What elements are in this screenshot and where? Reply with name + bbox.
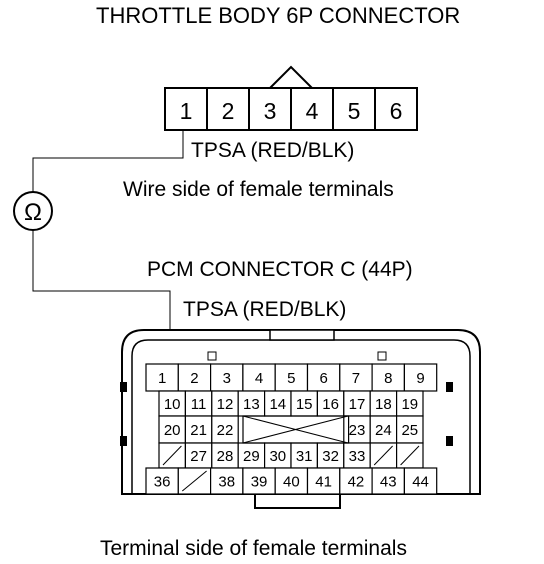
pcm-terminal-cell <box>242 467 276 495</box>
pcm-terminal-number: 2 <box>190 370 198 387</box>
throttle-pin-number: 6 <box>390 98 403 124</box>
pcm-terminal-number: 9 <box>416 370 424 387</box>
pcm-terminal-number: 39 <box>251 474 268 491</box>
pcm-terminal-number: 16 <box>322 396 339 413</box>
pcm-connector-caption: Terminal side of female terminals <box>100 537 407 560</box>
pcm-terminal-number: 3 <box>223 370 231 387</box>
pcm-terminal-cell <box>274 467 309 495</box>
pcm-terminal-number: 15 <box>296 396 313 413</box>
pcm-terminal-cell <box>158 390 186 417</box>
pcm-terminal-cell <box>177 363 212 392</box>
throttle-pin-number: 5 <box>348 98 361 124</box>
pcm-blank-area-cross <box>242 415 349 444</box>
pcm-unused-terminal-slash <box>373 445 393 466</box>
pcm-terminal-cell <box>371 467 406 495</box>
pcm-terminal-number: 20 <box>164 422 181 439</box>
throttle-pin-row: 1 2 3 4 5 6 <box>180 88 403 130</box>
pcm-terminal-cell <box>343 442 371 469</box>
pcm-terminal-number: 36 <box>154 474 171 491</box>
pcm-terminal-cell <box>210 467 244 495</box>
pcm-terminal-cell <box>264 442 292 469</box>
pcm-terminal-number: 12 <box>217 396 234 413</box>
pcm-terminal-number: 29 <box>243 448 260 465</box>
throttle-wire-label: TPSA (RED/BLK) <box>191 139 354 162</box>
pcm-terminal-number: 7 <box>352 370 360 387</box>
pcm-terminal-number: 4 <box>255 370 263 387</box>
pcm-terminal-number: 40 <box>283 474 300 491</box>
throttle-pin-number: 4 <box>306 98 319 124</box>
pcm-terminal-cell <box>369 390 398 417</box>
pcm-terminal-number: 22 <box>217 422 234 439</box>
ohm-symbol: Ω <box>24 199 42 226</box>
pcm-wire-label: TPSA (RED/BLK) <box>183 298 346 321</box>
pcm-terminal-cell <box>184 415 213 444</box>
pcm-terminal-cell <box>184 390 213 417</box>
pcm-terminal-number: 44 <box>412 474 429 491</box>
pcm-terminal-number: 23 <box>349 422 366 439</box>
pcm-terminal-cell <box>403 467 438 495</box>
pcm-terminal-cell <box>403 363 438 392</box>
pcm-terminal-number: 38 <box>218 474 235 491</box>
pcm-terminal-number: 24 <box>375 422 392 439</box>
pcm-terminal-number: 43 <box>380 474 397 491</box>
throttle-connector: 1 2 3 4 5 6 <box>164 65 418 131</box>
pcm-terminal-cell <box>145 467 179 495</box>
pcm-terminal-number: 10 <box>164 396 181 413</box>
ohmmeter-icon: Ω <box>13 191 53 231</box>
pcm-terminal-cell <box>396 415 424 444</box>
pcm-unused-terminal-slash <box>400 445 420 466</box>
pcm-terminal-number: 32 <box>322 448 339 465</box>
pcm-terminal-number: 42 <box>348 474 365 491</box>
throttle-pin-number: 3 <box>264 98 277 124</box>
pcm-connector-top-notch <box>269 329 335 341</box>
pcm-terminal-number: 25 <box>401 422 418 439</box>
pcm-blank-area <box>242 415 350 444</box>
pcm-connector-bottom-tab <box>254 494 341 509</box>
throttle-pin-number: 1 <box>180 98 193 124</box>
pcm-terminal-cell <box>343 390 371 417</box>
pcm-terminal-number: 41 <box>315 474 332 491</box>
pcm-terminal-cell <box>158 415 186 444</box>
pcm-terminal-number: 1 <box>158 370 166 387</box>
pcm-unused-terminal-slash <box>181 470 207 492</box>
pcm-top-bump <box>377 351 387 361</box>
pcm-terminal-number: 19 <box>401 396 418 413</box>
probe-wire-top <box>32 130 184 192</box>
throttle-connector-caption: Wire side of female terminals <box>123 178 394 201</box>
pcm-terminal-number: 21 <box>190 422 207 439</box>
throttle-connector-title: THROTTLE BODY 6P CONNECTOR <box>96 3 460 28</box>
pcm-terminal-cell <box>211 442 239 469</box>
pcm-terminal-number: 6 <box>319 370 327 387</box>
pcm-terminal-cell <box>339 467 373 495</box>
pcm-terminal-cell <box>242 363 276 392</box>
pcm-terminal-number: 33 <box>349 448 366 465</box>
pcm-terminal-cell <box>145 363 179 392</box>
connector-lock-tab <box>269 65 313 89</box>
pcm-terminal-number: 17 <box>349 396 366 413</box>
throttle-pin-number: 2 <box>222 98 235 124</box>
pcm-top-bump <box>207 351 217 361</box>
pcm-terminal-number: 14 <box>269 396 286 413</box>
pcm-terminal-number: 11 <box>191 396 207 413</box>
pcm-terminal-number: 31 <box>296 448 313 465</box>
pcm-terminal-number: 8 <box>384 370 392 387</box>
pcm-left-key <box>120 382 127 392</box>
pcm-right-key <box>446 382 453 392</box>
pcm-unused-terminal-slash <box>162 445 182 466</box>
pcm-terminal-cell <box>274 363 309 392</box>
pcm-terminal-number: 5 <box>287 370 295 387</box>
pcm-terminal-cell <box>211 390 239 417</box>
pcm-right-key <box>446 436 453 446</box>
pcm-terminal-cell <box>306 467 341 495</box>
pcm-left-key <box>120 436 127 446</box>
pcm-terminal-number: 18 <box>375 396 392 413</box>
pcm-terminal-number: 28 <box>217 448 234 465</box>
pcm-terminal-number: 30 <box>269 448 286 465</box>
pcm-terminal-number: 13 <box>243 396 260 413</box>
pcm-terminal-number: 27 <box>190 448 207 465</box>
pcm-connector-title: PCM CONNECTOR C (44P) <box>147 258 413 281</box>
